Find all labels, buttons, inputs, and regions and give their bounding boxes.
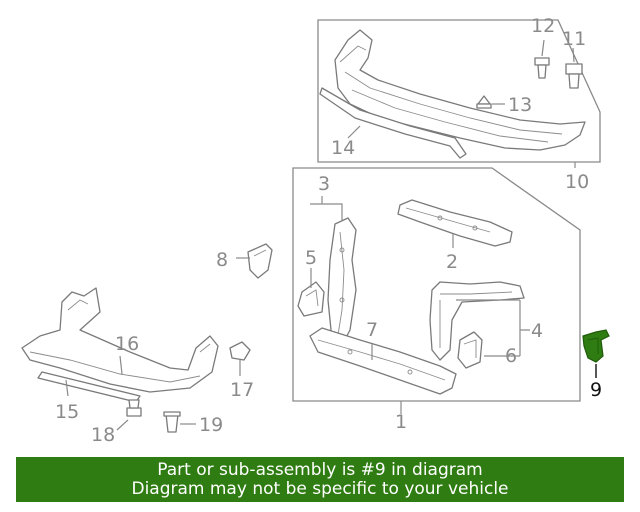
callout-17: 17 [230, 379, 254, 401]
callout-5: 5 [305, 247, 317, 269]
part-17-clip [229, 341, 251, 361]
callout-15: 15 [55, 401, 79, 423]
callout-16: 16 [115, 333, 139, 355]
part-14-upper-cover [319, 29, 586, 159]
part-2-upper-tie-bar [397, 199, 513, 247]
part-12-clip [534, 57, 550, 79]
part-8-bracket [247, 243, 273, 279]
callout-3: 3 [318, 173, 330, 195]
callout-6: 6 [505, 345, 517, 367]
callout-13: 13 [508, 94, 532, 116]
info-banner: Part or sub-assembly is #9 in diagram Di… [16, 457, 624, 502]
part-3-side-pillar [327, 217, 357, 346]
part-7-lower-cross-member [309, 327, 457, 395]
callout-14: 14 [331, 137, 355, 159]
banner-line-1: Part or sub-assembly is #9 in diagram [157, 460, 483, 480]
part-16-under-cover [21, 287, 219, 393]
part-6-bracket [457, 331, 483, 369]
callout-12: 12 [531, 15, 555, 37]
part-18-bolt [126, 399, 142, 417]
callout-18: 18 [91, 424, 115, 446]
callout-8: 8 [216, 249, 228, 271]
callout-11: 11 [562, 28, 586, 50]
callout-7: 7 [366, 319, 378, 341]
part-5-bracket [297, 281, 325, 317]
leader-lines [65, 39, 597, 431]
banner-line-2: Diagram may not be specific to your vehi… [131, 479, 509, 499]
callout-19: 19 [199, 414, 223, 436]
parts-diagram: 1 2 3 4 5 6 7 8 9 10 11 12 13 14 15 16 1… [21, 15, 610, 446]
part-9-highlighted-bracket[interactable] [582, 329, 610, 363]
callout-4: 4 [531, 320, 543, 342]
callout-1: 1 [395, 411, 407, 433]
callout-2: 2 [446, 251, 458, 273]
part-13-clip [476, 95, 492, 109]
part-11-bolt [565, 63, 583, 89]
part-19-fastener [163, 411, 181, 433]
callout-9: 9 [590, 379, 602, 401]
part-4-side-pillar [429, 281, 525, 361]
assembly-1-box [292, 167, 581, 402]
callout-10: 10 [565, 171, 589, 193]
assembly-10-box [317, 19, 601, 163]
